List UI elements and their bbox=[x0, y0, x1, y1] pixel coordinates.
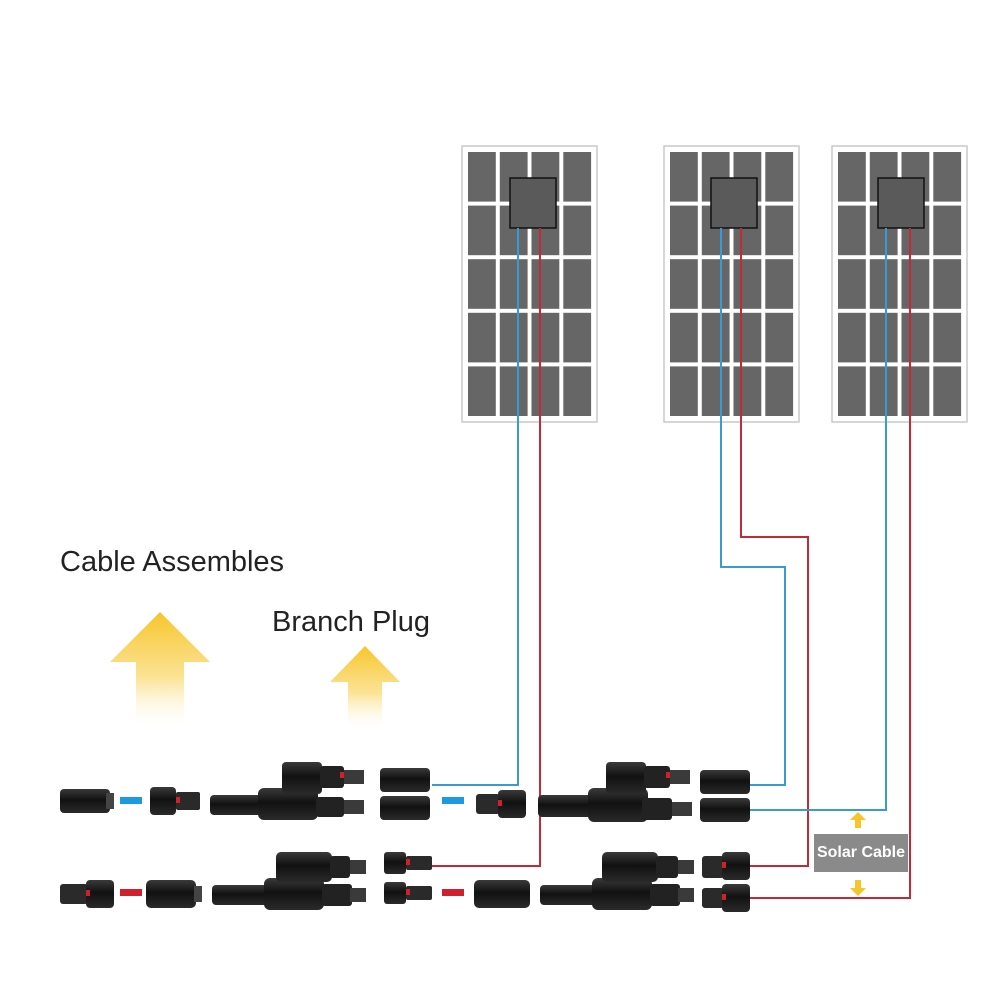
solar-cell bbox=[933, 366, 962, 416]
solar-cell bbox=[838, 205, 866, 256]
solar-cell bbox=[670, 312, 698, 363]
solar-cell bbox=[468, 366, 496, 416]
solar-cell bbox=[765, 312, 794, 363]
solar-cell bbox=[531, 259, 560, 309]
solar-cell bbox=[531, 312, 560, 363]
panel3-positive-wire bbox=[750, 228, 911, 899]
solar-cell bbox=[701, 366, 730, 416]
solar-cell bbox=[499, 259, 528, 309]
junction-box bbox=[877, 177, 925, 229]
negative-dash bbox=[120, 797, 142, 804]
solar-cell bbox=[701, 312, 730, 363]
solar-cell bbox=[499, 312, 528, 363]
mc4-connector-icon bbox=[380, 768, 430, 792]
y-branch-connector-icon bbox=[210, 762, 364, 820]
mc4-connector-icon bbox=[700, 770, 750, 794]
solar-cell bbox=[670, 259, 698, 309]
panel2-positive-wire bbox=[740, 228, 809, 867]
mc4-connector-icon bbox=[380, 796, 430, 820]
negative-dash bbox=[442, 797, 464, 804]
up-arrow-icon bbox=[330, 646, 400, 732]
branch-plug-label: Branch Plug bbox=[272, 606, 430, 638]
solar-cell bbox=[670, 152, 698, 202]
junction-box bbox=[509, 177, 557, 229]
up-arrow-icon bbox=[110, 612, 210, 732]
solar-cell bbox=[733, 259, 762, 309]
solar-cell bbox=[765, 259, 794, 309]
solar-cell bbox=[869, 259, 898, 309]
panel1-negative-wire bbox=[432, 228, 519, 786]
mc4-connector-icon bbox=[60, 789, 114, 813]
mc4-connector-icon bbox=[150, 787, 200, 815]
solar-cell bbox=[933, 259, 962, 309]
solar-cell bbox=[869, 312, 898, 363]
solar-cell bbox=[468, 205, 496, 256]
solar-cell bbox=[765, 205, 794, 256]
wiring bbox=[432, 228, 911, 899]
solar-cable-label: Solar Cable bbox=[814, 834, 908, 872]
panel2-negative-wire bbox=[720, 228, 786, 786]
mc4-connector-icon bbox=[384, 852, 432, 874]
mc4-connector-icon bbox=[384, 882, 432, 904]
solar-cell bbox=[701, 259, 730, 309]
solar-cell bbox=[869, 366, 898, 416]
solar-cell bbox=[563, 366, 592, 416]
solar-cell bbox=[838, 366, 866, 416]
mc4-connector-icon bbox=[702, 884, 750, 912]
up-arrow-icon bbox=[850, 812, 866, 828]
polarity-dashes bbox=[120, 797, 464, 896]
solar-panel-3 bbox=[831, 145, 968, 423]
solar-cell bbox=[733, 312, 762, 363]
mc4-connector-icon bbox=[702, 852, 750, 880]
mc4-connector-icon bbox=[700, 798, 750, 822]
solar-cell bbox=[765, 366, 794, 416]
solar-panel-2 bbox=[663, 145, 800, 423]
solar-cell bbox=[563, 312, 592, 363]
cable-assembles-label: Cable Assembles bbox=[60, 546, 285, 578]
solar-cell bbox=[901, 312, 930, 363]
arrows bbox=[110, 612, 866, 896]
mc4-connector-icon bbox=[474, 880, 530, 908]
y-branch-connector-icon bbox=[540, 852, 694, 910]
solar-cell bbox=[765, 152, 794, 202]
positive-dash bbox=[120, 889, 142, 896]
junction-box bbox=[710, 177, 758, 229]
solar-cell bbox=[670, 366, 698, 416]
solar-panel-1 bbox=[461, 145, 598, 423]
mc4-connector-icon bbox=[476, 790, 526, 818]
solar-cell bbox=[468, 312, 496, 363]
solar-cell bbox=[838, 259, 866, 309]
solar-cell bbox=[468, 152, 496, 202]
solar-cell bbox=[901, 366, 930, 416]
solar-cell bbox=[563, 152, 592, 202]
solar-cell bbox=[838, 312, 866, 363]
positive-dash bbox=[442, 889, 464, 896]
panel1-positive-wire bbox=[432, 228, 541, 867]
solar-panels bbox=[461, 145, 968, 423]
solar-cell bbox=[499, 366, 528, 416]
solar-cell bbox=[933, 152, 962, 202]
y-branch-connector-icon bbox=[212, 852, 366, 910]
solar-cell bbox=[933, 312, 962, 363]
solar-cell bbox=[563, 205, 592, 256]
connectors bbox=[60, 762, 750, 912]
solar-cell bbox=[531, 366, 560, 416]
solar-cell bbox=[901, 259, 930, 309]
solar-cell bbox=[563, 259, 592, 309]
solar-cell bbox=[670, 205, 698, 256]
down-arrow-icon bbox=[850, 880, 866, 896]
panel3-negative-wire bbox=[750, 228, 887, 811]
solar-cell bbox=[838, 152, 866, 202]
solar-cell bbox=[733, 366, 762, 416]
mc4-connector-icon bbox=[146, 880, 202, 908]
y-branch-connector-icon bbox=[538, 762, 692, 822]
solar-cell bbox=[468, 259, 496, 309]
mc4-connector-icon bbox=[60, 880, 114, 908]
solar-cell bbox=[933, 205, 962, 256]
